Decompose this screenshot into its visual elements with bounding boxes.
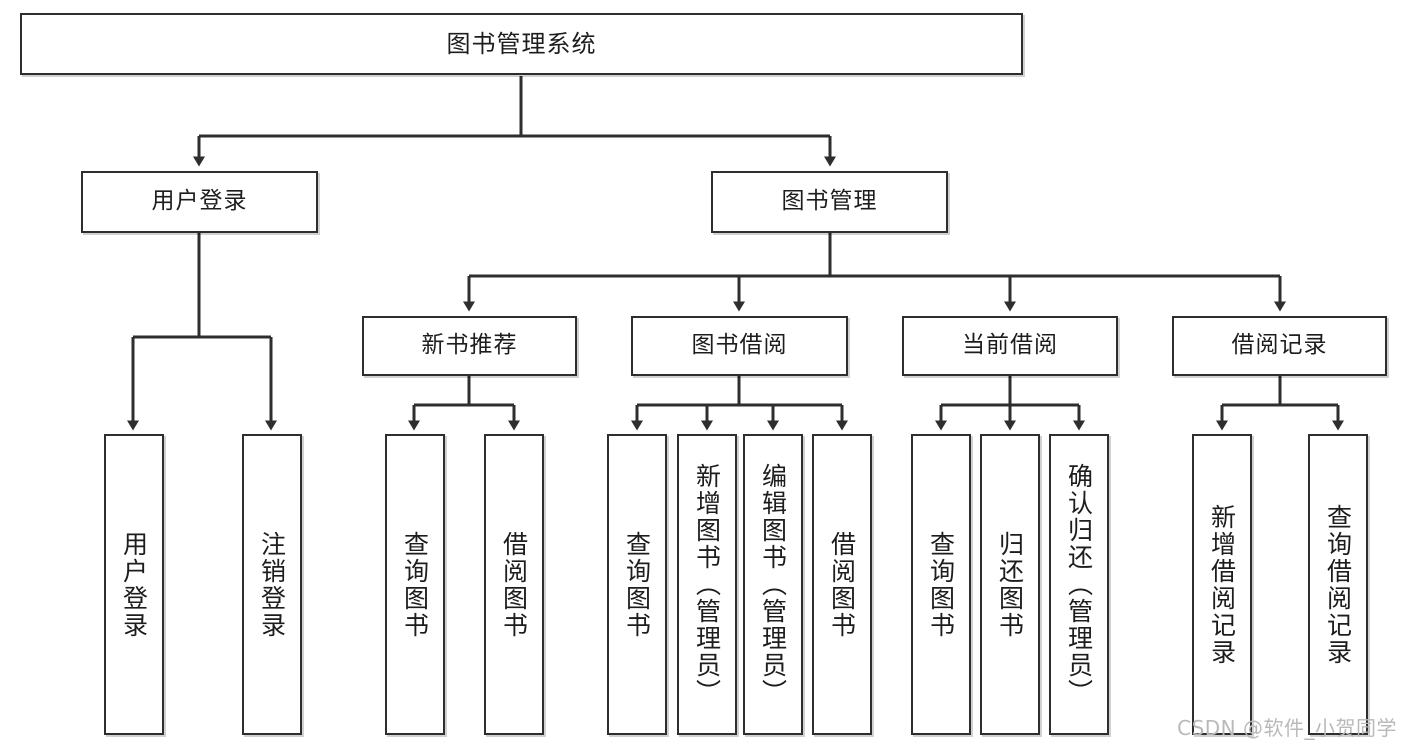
leaf-borrow-book-2[interactable]: 借阅图书 bbox=[812, 434, 872, 735]
node-label: 查询图书 bbox=[400, 530, 430, 639]
node-label: 图书借阅 bbox=[691, 332, 788, 359]
node-book-borrow[interactable]: 图书借阅 bbox=[631, 316, 848, 376]
node-label: 图书管理 bbox=[781, 188, 878, 215]
leaf-query-book-3[interactable]: 查询图书 bbox=[911, 434, 971, 735]
leaf-return-book[interactable]: 归还图书 bbox=[980, 434, 1040, 735]
node-label: 确认归还（管理员） bbox=[1064, 463, 1094, 706]
leaf-query-book-1[interactable]: 查询图书 bbox=[385, 434, 445, 735]
node-label: 查询借阅记录 bbox=[1323, 503, 1353, 666]
node-label: 查询图书 bbox=[622, 530, 652, 639]
node-user-login[interactable]: 用户登录 bbox=[81, 171, 318, 233]
node-label: 新书推荐 bbox=[421, 332, 518, 359]
node-label: 归还图书 bbox=[995, 530, 1025, 639]
leaf-add-record[interactable]: 新增借阅记录 bbox=[1192, 434, 1252, 735]
node-label: 用户登录 bbox=[119, 530, 149, 639]
node-label: 查询图书 bbox=[926, 530, 956, 639]
leaf-confirm-return[interactable]: 确认归还（管理员） bbox=[1049, 434, 1109, 735]
csdn-watermark: CSDN @软件_小贺同学 bbox=[1177, 716, 1397, 740]
node-label: 新增借阅记录 bbox=[1207, 503, 1237, 666]
node-current-borrow[interactable]: 当前借阅 bbox=[902, 316, 1118, 376]
node-root-system[interactable]: 图书管理系统 bbox=[20, 13, 1023, 75]
leaf-query-record[interactable]: 查询借阅记录 bbox=[1308, 434, 1368, 735]
leaf-logout[interactable]: 注销登录 bbox=[242, 434, 302, 735]
node-new-book-rec[interactable]: 新书推荐 bbox=[362, 316, 577, 376]
node-label: 图书管理系统 bbox=[446, 29, 597, 58]
node-label: 借阅图书 bbox=[499, 530, 529, 639]
leaf-query-book-2[interactable]: 查询图书 bbox=[607, 434, 667, 735]
leaf-borrow-book-1[interactable]: 借阅图书 bbox=[484, 434, 544, 735]
leaf-edit-book[interactable]: 编辑图书（管理员） bbox=[743, 434, 803, 735]
node-label: 编辑图书（管理员） bbox=[758, 463, 788, 706]
leaf-user-login[interactable]: 用户登录 bbox=[104, 434, 164, 735]
node-label: 借阅图书 bbox=[827, 530, 857, 639]
node-label: 新增图书（管理员） bbox=[692, 463, 722, 706]
node-borrow-record[interactable]: 借阅记录 bbox=[1172, 316, 1387, 376]
node-label: 用户登录 bbox=[151, 188, 248, 215]
node-label: 注销登录 bbox=[257, 530, 287, 639]
node-book-manage[interactable]: 图书管理 bbox=[711, 171, 948, 233]
leaf-add-book[interactable]: 新增图书（管理员） bbox=[677, 434, 737, 735]
node-label: 当前借阅 bbox=[962, 332, 1058, 359]
node-label: 借阅记录 bbox=[1231, 332, 1328, 359]
